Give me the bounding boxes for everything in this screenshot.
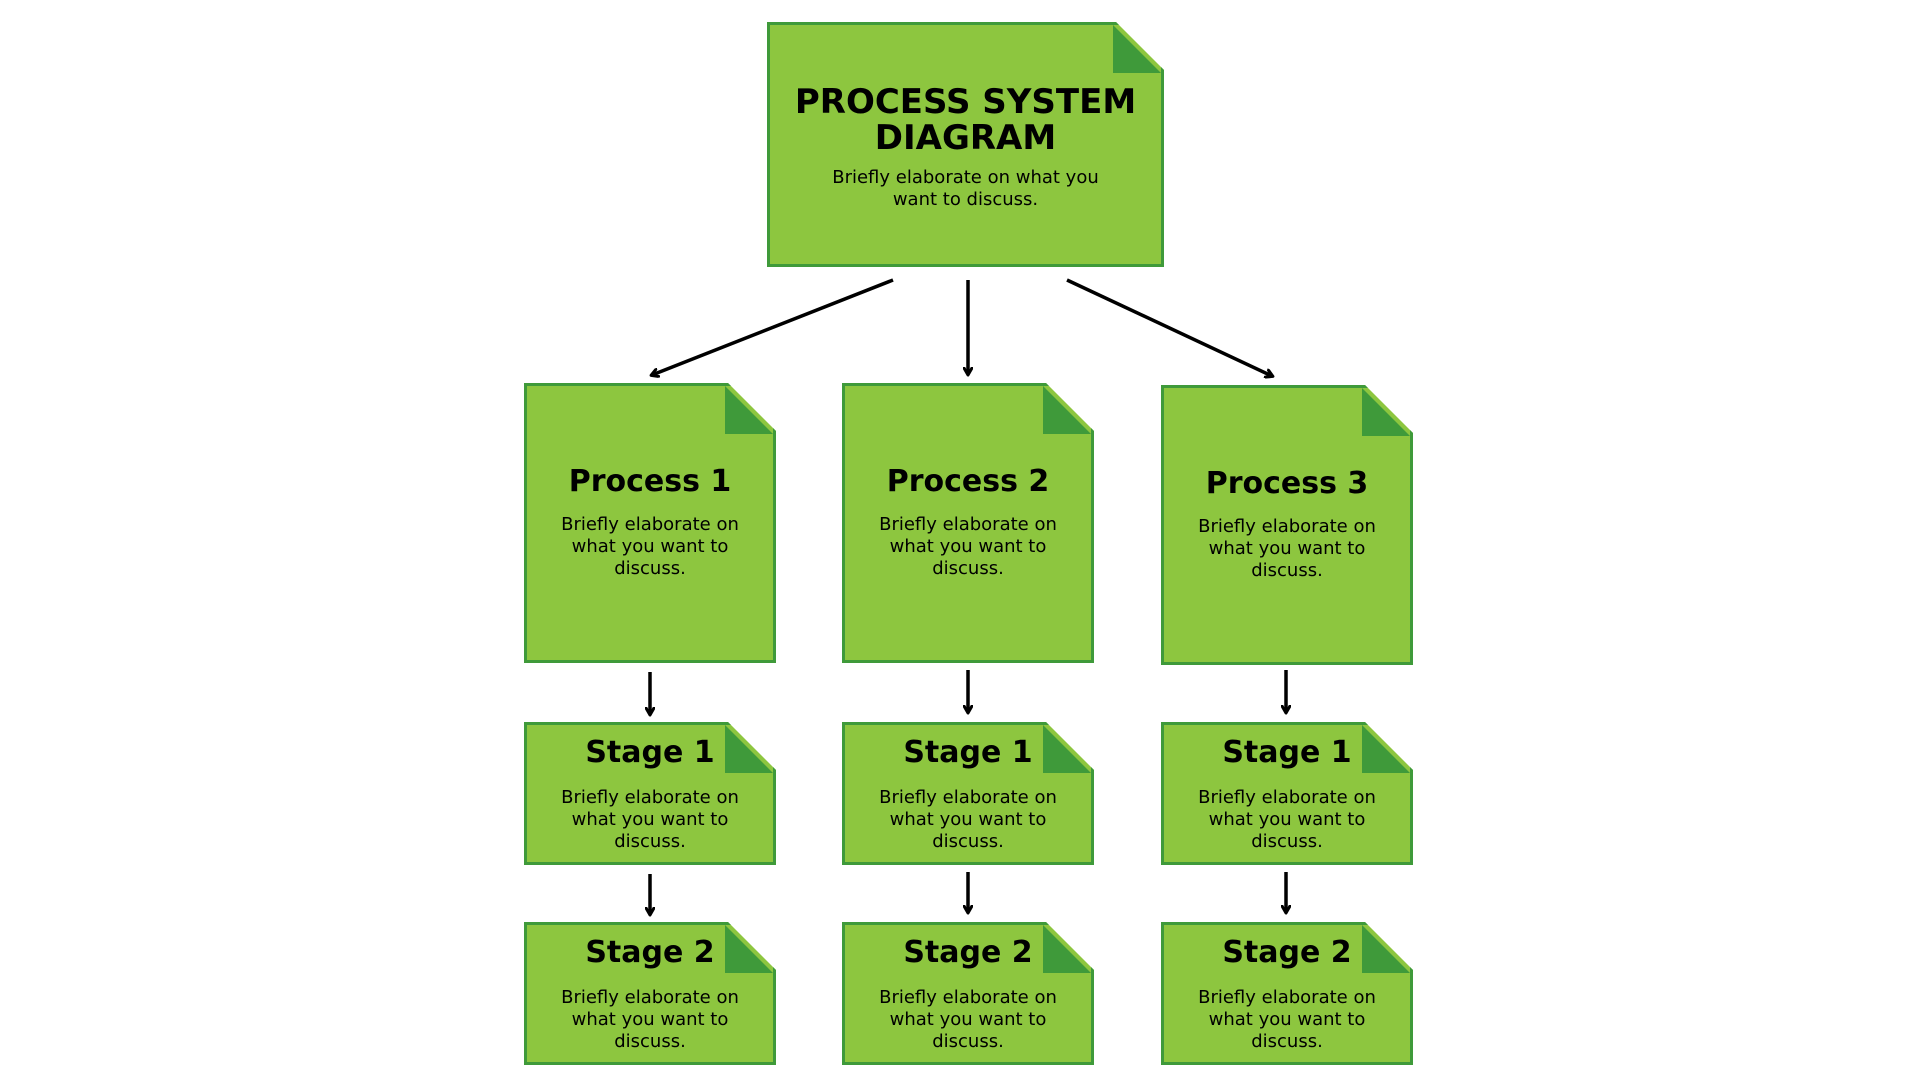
stage-title: Stage 2 xyxy=(903,935,1033,970)
process-card-2: Process 2 Briefly elaborate on what you … xyxy=(842,383,1094,663)
process-1-stage-2-card: Stage 2 Briefly elaborate on what you wa… xyxy=(524,922,776,1065)
process-2-stage-1-card: Stage 1 Briefly elaborate on what you wa… xyxy=(842,722,1094,865)
stage-description: Briefly elaborate on what you want to di… xyxy=(879,987,1057,1052)
stage-title: Stage 1 xyxy=(903,735,1033,770)
stage-title: Stage 1 xyxy=(1222,735,1352,770)
process-2-stage-2-card: Stage 2 Briefly elaborate on what you wa… xyxy=(842,922,1094,1065)
process-3-stage-2-card: Stage 2 Briefly elaborate on what you wa… xyxy=(1161,922,1413,1065)
process-description: Briefly elaborate on what you want to di… xyxy=(1198,516,1376,581)
process-3-stage-1-card: Stage 1 Briefly elaborate on what you wa… xyxy=(1161,722,1413,865)
process-title: Process 1 xyxy=(568,464,732,499)
main-title: PROCESS SYSTEM DIAGRAM xyxy=(794,82,1137,158)
stage-description: Briefly elaborate on what you want to di… xyxy=(561,787,739,852)
stage-description: Briefly elaborate on what you want to di… xyxy=(1198,787,1376,852)
stage-description: Briefly elaborate on what you want to di… xyxy=(561,987,739,1052)
process-card-1: Process 1 Briefly elaborate on what you … xyxy=(524,383,776,663)
page-fold-icon xyxy=(725,386,773,434)
page-fold-icon xyxy=(1113,25,1161,73)
page-fold-icon xyxy=(1362,388,1410,436)
arrow-main-to-process-3 xyxy=(1066,278,1272,376)
page-fold-icon xyxy=(1043,386,1091,434)
process-1-stage-1-card: Stage 1 Briefly elaborate on what you wa… xyxy=(524,722,776,865)
stage-description: Briefly elaborate on what you want to di… xyxy=(879,787,1057,852)
process-title: Process 3 xyxy=(1205,466,1369,501)
process-title: Process 2 xyxy=(886,464,1050,499)
arrow-main-to-process-1 xyxy=(652,278,894,375)
process-card-3: Process 3 Briefly elaborate on what you … xyxy=(1161,385,1413,665)
stage-title: Stage 2 xyxy=(585,935,715,970)
process-description: Briefly elaborate on what you want to di… xyxy=(561,514,739,579)
main-description: Briefly elaborate on what you want to di… xyxy=(832,167,1099,210)
stage-title: Stage 1 xyxy=(585,735,715,770)
stage-description: Briefly elaborate on what you want to di… xyxy=(1198,987,1376,1052)
main-card: PROCESS SYSTEM DIAGRAM Briefly elaborate… xyxy=(767,22,1164,267)
stage-title: Stage 2 xyxy=(1222,935,1352,970)
process-description: Briefly elaborate on what you want to di… xyxy=(879,514,1057,579)
